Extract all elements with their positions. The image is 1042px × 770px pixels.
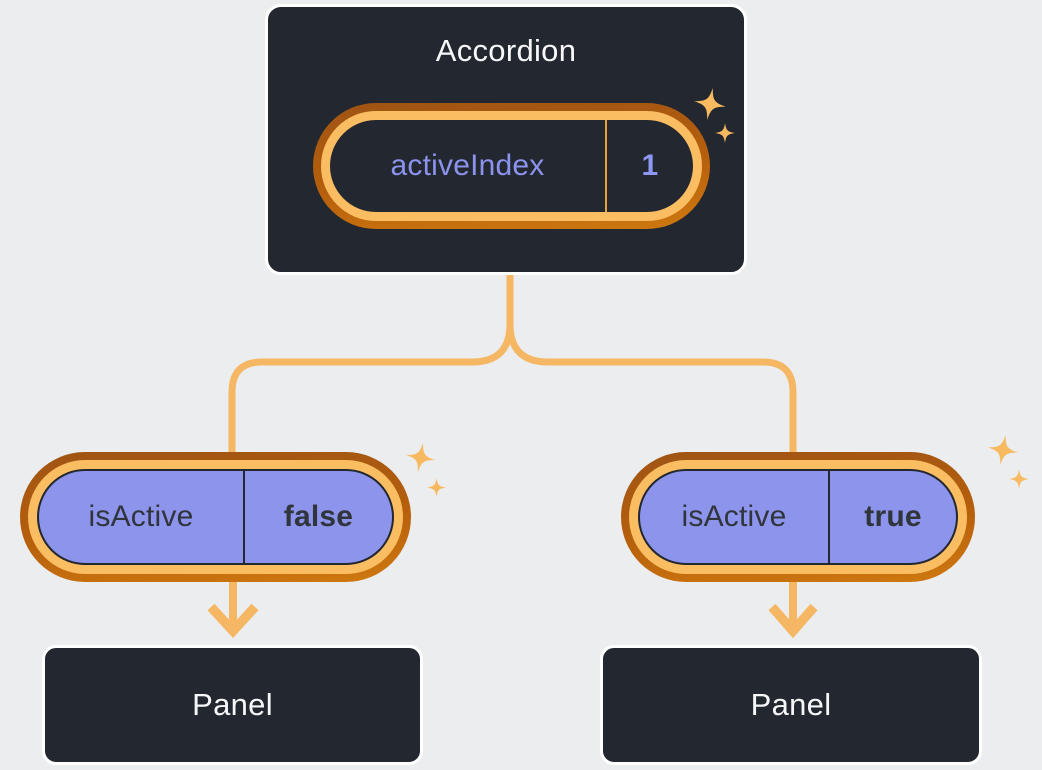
prop-value-left: false — [243, 471, 392, 563]
state-value: 1 — [605, 120, 693, 212]
sparkle-icon — [427, 478, 446, 497]
sparkle-icon — [405, 442, 436, 473]
sparkle-icon — [694, 88, 726, 120]
prop-pill-right: isActive true — [621, 452, 975, 582]
state-pill-ring: activeIndex 1 — [321, 111, 702, 221]
arrow-down-icon — [768, 603, 818, 639]
prop-label-left: isActive — [88, 500, 194, 533]
edge-accordion-to-right-pill — [506, 272, 797, 452]
prop-pill-left: isActive false — [20, 452, 411, 582]
accordion-title: Accordion — [435, 33, 577, 68]
edge-accordion-to-left-pill — [228, 272, 514, 452]
arrow-down-icon — [207, 603, 259, 639]
prop-pill-left-ring: isActive false — [28, 460, 403, 574]
panel-title-right: Panel — [750, 687, 832, 722]
sparkle-icon — [1009, 469, 1029, 489]
arrow-right — [768, 580, 818, 639]
panel-node-right: Panel — [600, 645, 982, 765]
state-pill: activeIndex 1 — [313, 103, 710, 229]
prop-value-right: true — [828, 471, 956, 563]
panel-node-left: Panel — [42, 645, 423, 765]
state-label: activeIndex — [390, 149, 545, 182]
sparkle-icon — [987, 434, 1019, 466]
sparkle-icon — [715, 123, 735, 143]
panel-title-left: Panel — [192, 687, 273, 722]
prop-label-right: isActive — [681, 500, 787, 533]
accordion-node: Accordion activeIndex 1 — [265, 4, 747, 275]
prop-pill-right-ring: isActive true — [629, 460, 967, 574]
arrow-left — [207, 580, 259, 639]
